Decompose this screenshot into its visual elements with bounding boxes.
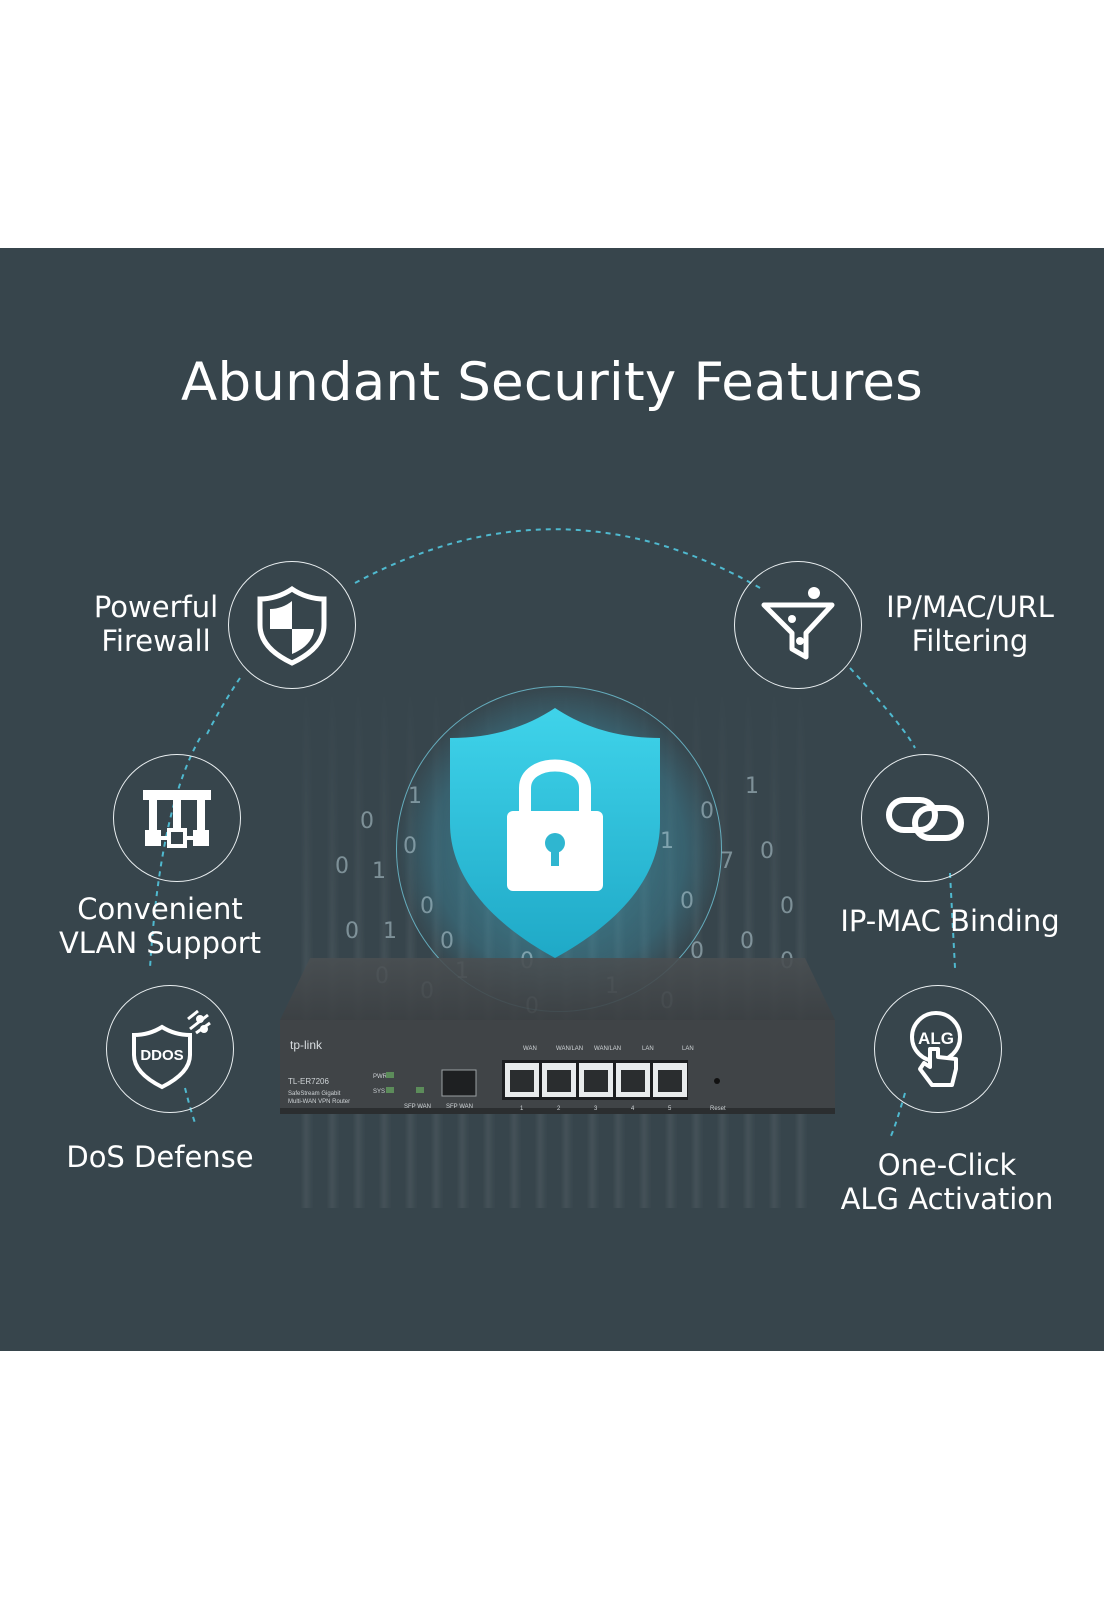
- reset-button[interactable]: [714, 1078, 720, 1084]
- binding-feature-circle: [861, 754, 989, 882]
- firewall-label: Powerful Firewall: [86, 590, 226, 658]
- vlan-label-line2: VLAN Support: [58, 926, 262, 960]
- dos-label-line1: DoS Defense: [66, 1140, 254, 1174]
- binding-label-line1: IP-MAC Binding: [840, 904, 1060, 938]
- port-header-2: WAN/LAN: [556, 1046, 583, 1052]
- alg-click-icon: ALG: [910, 1011, 962, 1087]
- sfp-led: [416, 1087, 424, 1093]
- chain-link-icon: [886, 797, 964, 841]
- router-illustration: tp-link TL-ER7206 SafeStream Gigabit Mul…: [280, 958, 835, 1114]
- router-model: TL-ER7206: [288, 1077, 329, 1086]
- port-number-2: 2: [557, 1106, 561, 1112]
- sfp-label-1: SFP WAN: [404, 1104, 431, 1110]
- dos-label: DoS Defense: [60, 1140, 260, 1174]
- vlan-feature-circle: [113, 754, 241, 882]
- firewall-label-line1: Powerful: [93, 590, 219, 624]
- filter-funnel-icon: [761, 587, 835, 660]
- shield-icon: [257, 585, 327, 666]
- port-number-5: 5: [668, 1106, 672, 1112]
- port-number-1: 1: [520, 1106, 524, 1112]
- firewall-label-line2: Firewall: [101, 624, 211, 658]
- port-header-5: LAN: [682, 1046, 694, 1052]
- filtering-label-line2: Filtering: [911, 624, 1029, 658]
- ddos-badge-text: DDOS: [140, 1047, 183, 1064]
- ddos-shield-icon: DDOS: [132, 1009, 211, 1090]
- dos-feature-circle: DDOS: [106, 985, 234, 1113]
- sfp-port: [441, 1069, 477, 1097]
- reset-label: Reset: [710, 1106, 726, 1112]
- sys-led: [386, 1087, 394, 1093]
- feature-panel: Abundant Security Features 010 100 100 1…: [0, 248, 1104, 1351]
- alg-label-line2: ALG Activation: [840, 1182, 1054, 1216]
- filtering-label: IP/MAC/URL Filtering: [880, 590, 1060, 658]
- vlan-label-line1: Convenient: [77, 892, 243, 926]
- alg-badge-text: ALG: [918, 1029, 954, 1048]
- port-header-3: WAN/LAN: [594, 1046, 621, 1052]
- router-desc2: Multi-WAN VPN Router: [288, 1099, 350, 1105]
- port-number-3: 3: [594, 1106, 598, 1112]
- vlan-network-icon: [143, 790, 211, 848]
- alg-feature-circle: ALG: [874, 985, 1002, 1113]
- router-brand: tp-link: [290, 1038, 323, 1052]
- pwr-led-label: PWR: [373, 1074, 388, 1080]
- router-device: tp-link TL-ER7206 SafeStream Gigabit Mul…: [280, 958, 835, 1128]
- port-header-1: WAN: [523, 1046, 537, 1052]
- ethernet-ports: [502, 1060, 688, 1100]
- sys-led-label: SYS: [373, 1089, 385, 1095]
- page-title: Abundant Security Features: [181, 352, 923, 413]
- filtering-label-line1: IP/MAC/URL: [886, 590, 1054, 624]
- alg-label-line1: One-Click: [877, 1148, 1017, 1182]
- filtering-feature-circle: [734, 561, 862, 689]
- binding-label: IP-MAC Binding: [830, 904, 1070, 938]
- alg-label: One-Click ALG Activation: [832, 1148, 1062, 1216]
- vlan-label: Convenient VLAN Support: [50, 892, 270, 960]
- router-desc1: SafeStream Gigabit: [288, 1091, 341, 1097]
- firewall-feature-circle: [228, 561, 356, 689]
- padlock-shield-icon: [450, 708, 660, 958]
- sfp-label-2: SFP WAN: [446, 1104, 473, 1110]
- pwr-led: [386, 1072, 394, 1078]
- port-number-4: 4: [631, 1106, 635, 1112]
- port-header-4: LAN: [642, 1046, 654, 1052]
